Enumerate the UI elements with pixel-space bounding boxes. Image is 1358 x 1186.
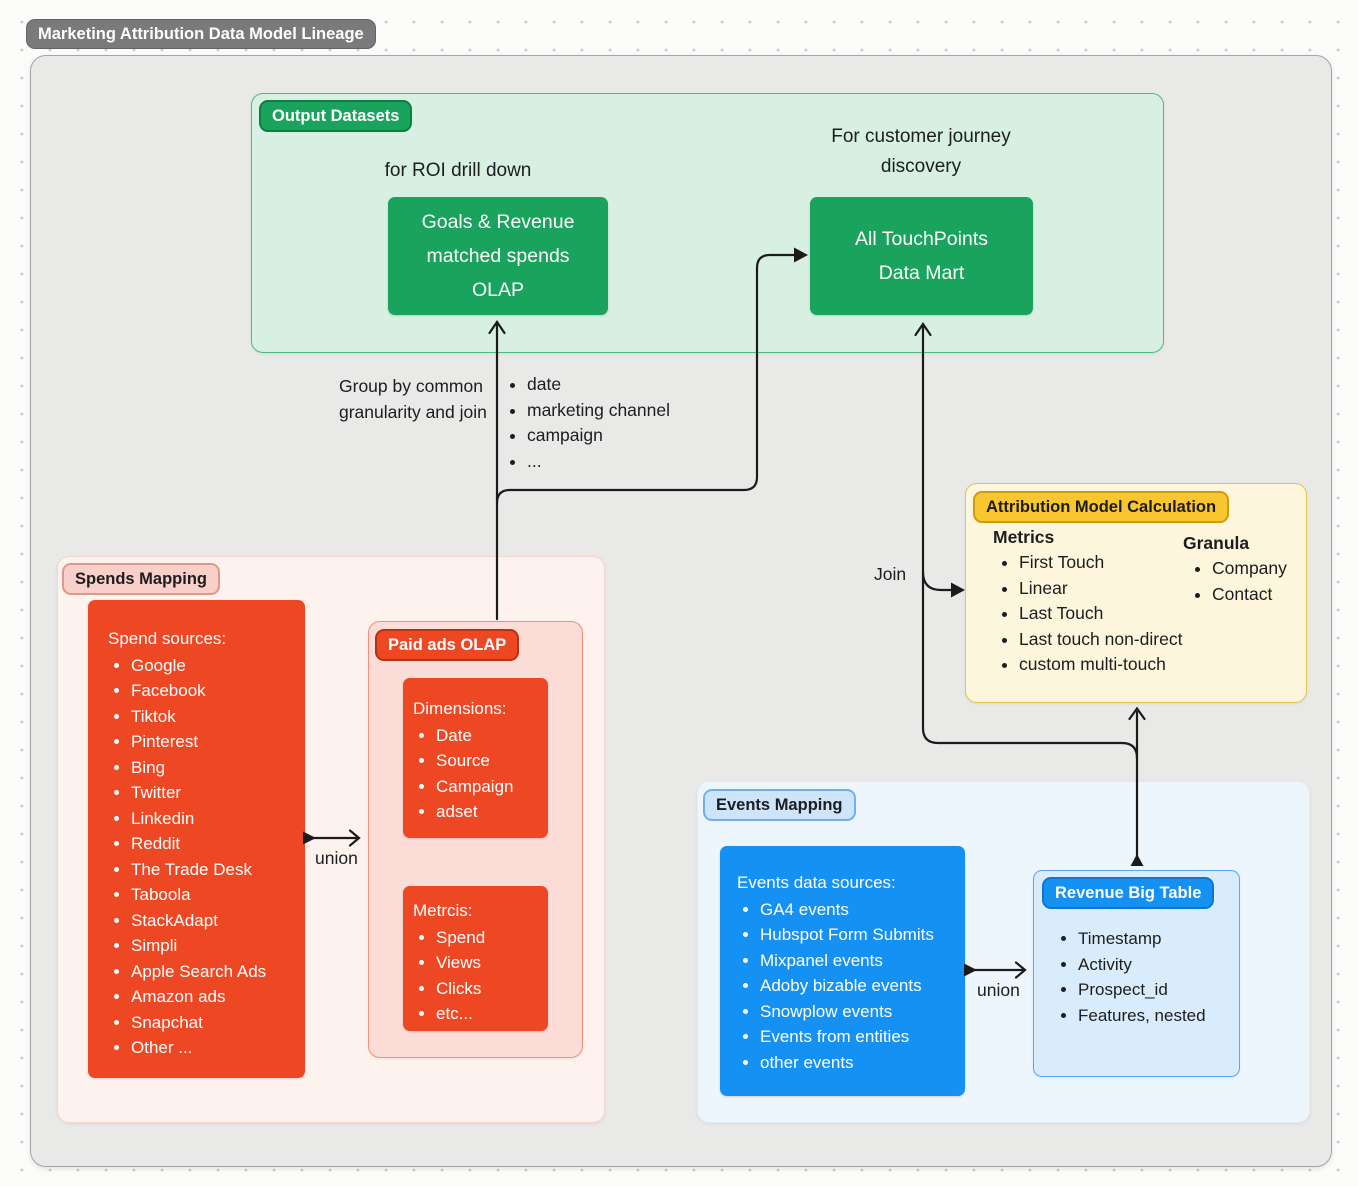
list-item: Facebook: [131, 678, 297, 704]
list-item: custom multi-touch: [1019, 652, 1182, 678]
list-item: Linear: [1019, 576, 1182, 602]
list-item: Hubspot Form Submits: [760, 922, 959, 948]
journey-caption-line: discovery: [880, 156, 962, 177]
list-item: ...: [527, 449, 670, 475]
output-datasets-badge[interactable]: Output Datasets: [259, 100, 413, 132]
dimensions-node[interactable]: Dimensions: DateSourceCampaignadset: [403, 678, 548, 838]
attribution-model-badge[interactable]: Attribution Model Calculation: [973, 491, 1230, 523]
list-item: The Trade Desk: [131, 857, 297, 883]
list-item: date: [527, 372, 670, 398]
list-item: Snapchat: [131, 1010, 297, 1036]
list-item: Company: [1212, 556, 1287, 582]
list-item: Campaign: [436, 774, 544, 800]
list-item: Prospect_id: [1078, 977, 1206, 1003]
list-item: Features, nested: [1078, 1003, 1206, 1029]
list-item: Spend: [436, 925, 544, 951]
node-text-line: matched spends: [426, 245, 570, 267]
touchpoints-datamart-node[interactable]: All TouchPoints Data Mart: [810, 197, 1033, 315]
list-item: Activity: [1078, 952, 1206, 978]
dimensions-list: DateSourceCampaignadset: [413, 723, 544, 825]
list-item: Clicks: [436, 976, 544, 1002]
spend-sources-node[interactable]: Spend sources: GoogleFacebookTiktokPinte…: [88, 600, 305, 1078]
list-item: Simpli: [131, 933, 297, 959]
attribution-granula-title: Granula: [1183, 533, 1250, 553]
list-item: Adoby bizable events: [760, 973, 959, 999]
attribution-metrics-title: Metrics: [993, 527, 1055, 547]
journey-caption[interactable]: For customer journey discovery: [795, 122, 1047, 182]
list-item: Bing: [131, 755, 297, 781]
list-item: etc...: [436, 1001, 544, 1027]
paid-ads-olap-badge[interactable]: Paid ads OLAP: [375, 629, 520, 661]
paid-metrics-node[interactable]: Metrcis: SpendViewsClicksetc...: [403, 886, 548, 1031]
list-item: Source: [436, 748, 544, 774]
union-label-spends[interactable]: union: [315, 848, 358, 868]
list-item: Events from entities: [760, 1024, 959, 1050]
list-item: GA4 events: [760, 897, 959, 923]
spend-sources-title: Spend sources:: [108, 629, 227, 648]
list-item: Other ...: [131, 1035, 297, 1061]
spend-sources-list: GoogleFacebookTiktokPinterestBingTwitter…: [108, 653, 297, 1061]
list-item: Google: [131, 653, 297, 679]
dimensions-title: Dimensions:: [413, 699, 507, 718]
list-item: other events: [760, 1050, 959, 1076]
events-sources-title: Events data sources:: [737, 873, 896, 892]
groupby-annotation-list[interactable]: datemarketing channelcampaign...: [500, 372, 670, 474]
list-item: adset: [436, 799, 544, 825]
list-item: Contact: [1212, 582, 1287, 608]
node-text-line: Data Mart: [878, 262, 965, 284]
list-item: marketing channel: [527, 398, 670, 424]
paid-metrics-title: Metrcis:: [413, 901, 473, 920]
list-item: Last Touch: [1019, 601, 1182, 627]
union-label-events[interactable]: union: [977, 980, 1020, 1000]
node-text-line: All TouchPoints: [855, 228, 988, 250]
attribution-granula-list: CompanyContact: [1188, 556, 1287, 607]
diagram-title-badge[interactable]: Marketing Attribution Data Model Lineage: [26, 19, 376, 49]
attribution-metrics-list: First TouchLinearLast TouchLast touch no…: [995, 550, 1182, 678]
node-text-line: OLAP: [471, 279, 525, 301]
list-item: Apple Search Ads: [131, 959, 297, 985]
list-item: Pinterest: [131, 729, 297, 755]
annotation-line: Group by common: [339, 376, 483, 396]
list-item: Linkedin: [131, 806, 297, 832]
journey-caption-line: For customer journey: [831, 126, 1011, 147]
revenue-fields-list: TimestampActivityProspect_idFeatures, ne…: [1038, 926, 1206, 1028]
revenue-big-table-badge[interactable]: Revenue Big Table: [1042, 877, 1215, 909]
list-item: campaign: [527, 423, 670, 449]
list-item: Amazon ads: [131, 984, 297, 1010]
roi-caption[interactable]: for ROI drill down: [384, 160, 532, 181]
groupby-annotation-label[interactable]: Group by common granularity and join: [339, 373, 489, 425]
goals-revenue-olap-node[interactable]: Goals & Revenue matched spends OLAP: [388, 197, 608, 315]
list-item: Date: [436, 723, 544, 749]
events-sources-node[interactable]: Events data sources: GA4 eventsHubspot F…: [720, 846, 965, 1096]
events-mapping-badge[interactable]: Events Mapping: [703, 789, 856, 821]
list-item: Twitter: [131, 780, 297, 806]
join-label[interactable]: Join: [874, 564, 907, 584]
node-text-line: Goals & Revenue: [421, 211, 575, 233]
list-item: First Touch: [1019, 550, 1182, 576]
list-item: Timestamp: [1078, 926, 1206, 952]
paid-metrics-list: SpendViewsClicksetc...: [413, 925, 544, 1027]
annotation-line: granularity and join: [339, 402, 487, 422]
list-item: Last touch non-direct: [1019, 627, 1182, 653]
events-sources-list: GA4 eventsHubspot Form SubmitsMixpanel e…: [737, 897, 959, 1076]
list-item: Mixpanel events: [760, 948, 959, 974]
list-item: Tiktok: [131, 704, 297, 730]
list-item: Snowplow events: [760, 999, 959, 1025]
list-item: Taboola: [131, 882, 297, 908]
list-item: StackAdapt: [131, 908, 297, 934]
spends-mapping-badge[interactable]: Spends Mapping: [62, 563, 220, 595]
list-item: Views: [436, 950, 544, 976]
list-item: Reddit: [131, 831, 297, 857]
